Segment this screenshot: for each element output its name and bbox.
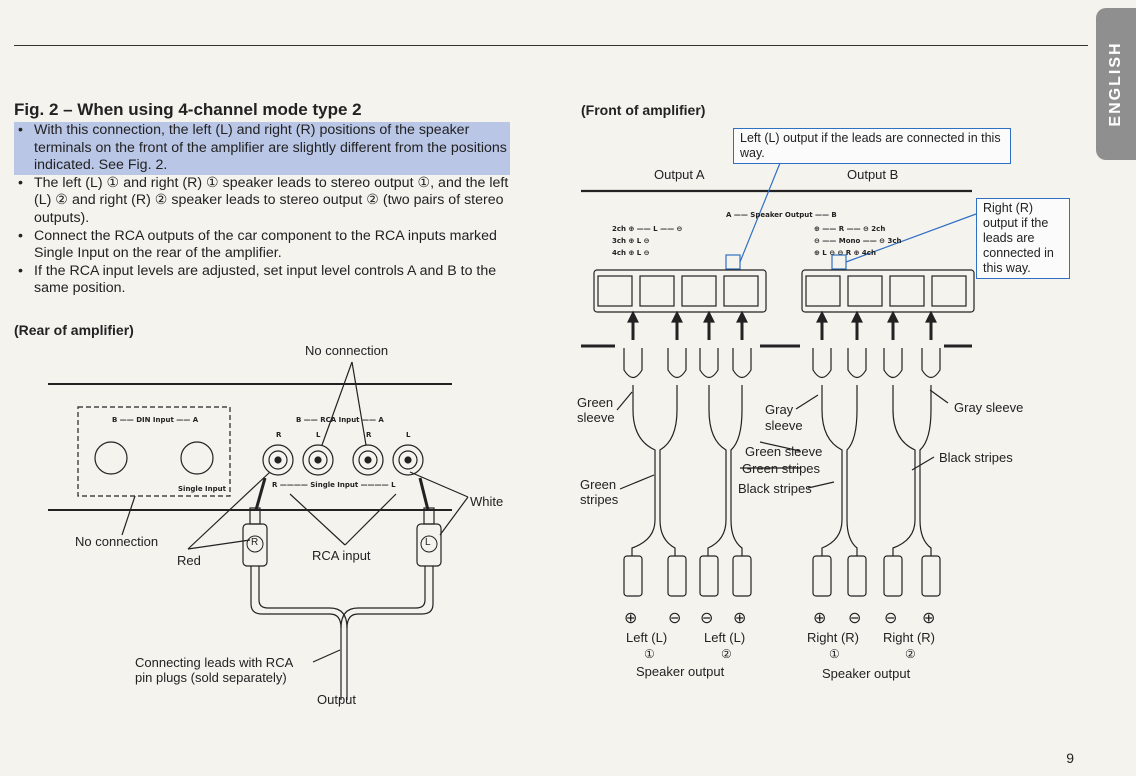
page-number: 9 <box>1066 750 1074 766</box>
bullet-item: The left (L) ① and right (R) ① speaker l… <box>14 175 510 228</box>
speaker-output-header: A —— Speaker Output —— B <box>726 211 837 219</box>
right-output-note: Right (R) output if the leads are connec… <box>976 198 1070 279</box>
green-stripes-left-label: Green stripes <box>580 477 619 507</box>
black-stripes-mid-label: Black stripes <box>738 481 812 496</box>
terminal-sign-1: ⊕ <box>624 610 638 627</box>
terminal-row-right-3ch: ⊖ —— Mono —— ⊖ 3ch <box>814 237 902 245</box>
right-r-1-label: Right (R) <box>807 630 860 645</box>
terminal-sign-5: ⊕ <box>813 610 827 627</box>
terminal-sign-8: ⊕ <box>922 610 936 627</box>
speaker-output-left-label: Speaker output <box>636 664 725 679</box>
bullet-item: Connect the RCA outputs of the car compo… <box>14 228 510 263</box>
terminal-row-right-2ch: ⊕ —— R —— ⊖ 2ch <box>814 225 886 233</box>
front-title: (Front of amplifier) <box>581 102 706 118</box>
output-a-label: Output A <box>654 167 705 182</box>
language-tab: ENGLISH <box>1096 8 1136 160</box>
num-2a: ② <box>721 647 732 661</box>
num-1b: ① <box>829 647 840 661</box>
plug-l-label: L <box>425 537 431 548</box>
connecting-leads-label: Connecting leads with RCA pin plugs (sol… <box>135 655 294 685</box>
top-rule <box>14 45 1088 46</box>
single-input-row-label: R ———— Single Input ———— L <box>272 481 396 489</box>
jack-label-l1: L <box>316 431 321 439</box>
bullet-item: With this connection, the left (L) and r… <box>14 122 510 175</box>
terminal-sign-7: ⊖ <box>884 610 898 627</box>
jack-label-r1: R <box>276 431 282 439</box>
left-l-2-label: Left (L) <box>704 630 746 645</box>
terminal-row-left-3ch: 3ch ⊕ L ⊖ <box>612 237 650 245</box>
terminal-sign-4: ⊕ <box>733 610 747 627</box>
right-r-2-label: Right (R) <box>883 630 936 645</box>
speaker-output-right-label: Speaker output <box>822 666 911 681</box>
terminal-sign-2: ⊖ <box>668 610 682 627</box>
jack-label-l2: L <box>406 431 411 439</box>
terminal-sign-3: ⊖ <box>700 610 714 627</box>
num-2b: ② <box>905 647 916 661</box>
left-l-1-label: Left (L) <box>626 630 668 645</box>
white-label: White <box>470 494 504 509</box>
black-stripes-right-label: Black stripes <box>939 450 1013 465</box>
single-input-box-label: Single Input <box>178 485 226 493</box>
terminal-row-left-4ch: 4ch ⊕ L ⊖ <box>612 249 650 257</box>
green-stripes-mid-label: Green stripes <box>742 461 821 476</box>
no-connection-top-label: No connection <box>305 343 389 358</box>
jack-label-r2: R <box>366 431 372 439</box>
rca-input-header-label: B —— RCA Input —— A <box>296 416 384 424</box>
red-label: Red <box>177 553 201 568</box>
output-label: Output <box>317 692 357 707</box>
figure-title: Fig. 2 – When using 4-channel mode type … <box>14 100 362 119</box>
output-b-label: Output B <box>847 167 899 182</box>
no-connection-bottom-label: No connection <box>75 534 159 549</box>
terminal-row-left-2ch: 2ch ⊕ —— L —— ⊖ <box>612 225 683 233</box>
gray-sleeve-mid-label: Gray sleeve <box>765 402 803 433</box>
left-output-note: Left (L) output if the leads are connect… <box>733 128 1011 164</box>
green-sleeve-label: Green sleeve <box>577 395 615 425</box>
terminal-row-right-4ch: ⊕ L ⊖ ⊖ R ⊕ 4ch <box>814 249 876 257</box>
green-sleeve-mid-label: Green sleeve <box>745 444 823 459</box>
rear-title: (Rear of amplifier) <box>14 322 134 338</box>
din-input-label: B —— DIN Input —— A <box>112 416 199 424</box>
instruction-list: With this connection, the left (L) and r… <box>14 122 510 298</box>
plug-r-label: R <box>251 537 259 548</box>
terminal-sign-6: ⊖ <box>848 610 862 627</box>
gray-sleeve-right-label: Gray sleeve <box>954 400 1024 415</box>
num-1a: ① <box>644 647 655 661</box>
bullet-item: If the RCA input levels are adjusted, se… <box>14 263 510 298</box>
rca-input-label: RCA input <box>312 548 371 563</box>
